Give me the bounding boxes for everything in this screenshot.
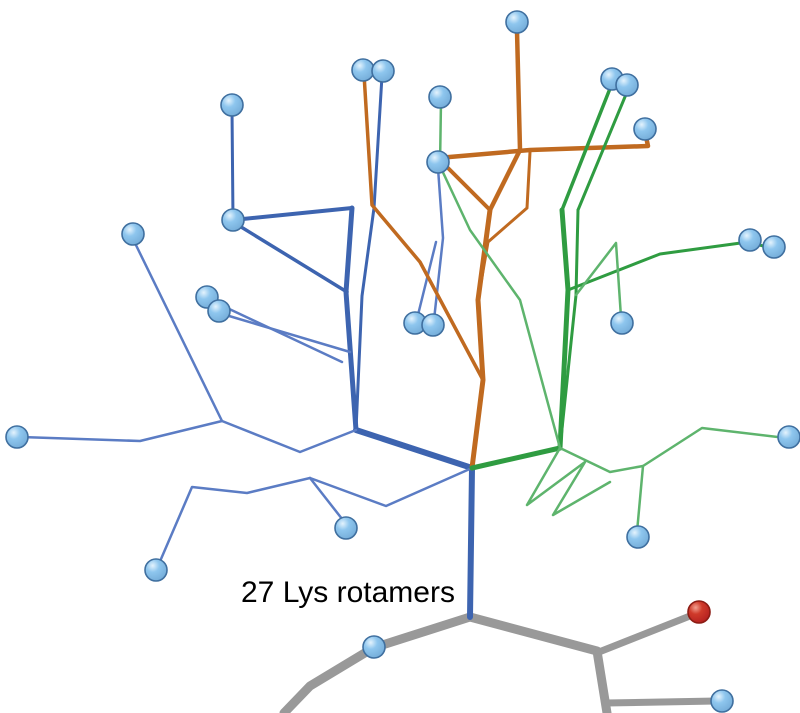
oxygen-atom-sphere — [687, 600, 711, 624]
green-rotamer-stick — [525, 446, 612, 517]
blue-rotamer-stick — [431, 166, 445, 331]
blue-rotamer-stick — [231, 220, 349, 294]
nitrogen-atom-sphere — [505, 10, 529, 34]
blue-rotamer-stick — [231, 206, 354, 222]
nitrogen-atom-sphere — [334, 516, 358, 540]
blue-rotamer-stick — [467, 465, 475, 620]
gray-rotamer-stick — [465, 612, 612, 713]
nitrogen-atom-sphere — [777, 425, 800, 449]
orange-rotamer-stick — [362, 72, 485, 382]
blue-rotamer-stick — [230, 107, 235, 222]
orange-rotamer-stick — [469, 207, 493, 471]
nitrogen-atom-sphere — [738, 228, 762, 252]
blue-rotamer-stick — [343, 205, 359, 433]
orange-rotamer-stick — [487, 28, 523, 213]
gray-rotamer-stick — [279, 612, 475, 713]
nitrogen-atom-sphere — [426, 150, 450, 174]
green-rotamer-stick — [635, 464, 645, 534]
nitrogen-atom-sphere — [5, 425, 29, 449]
nitrogen-atom-sphere — [362, 635, 386, 659]
nitrogen-atom-sphere — [207, 299, 231, 323]
green-rotamer-stick — [469, 445, 563, 471]
green-rotamer-stick — [560, 84, 613, 212]
nitrogen-atom-sphere — [351, 58, 375, 82]
nitrogen-atom-sphere — [421, 313, 445, 337]
nitrogen-atom-sphere — [371, 59, 395, 83]
nitrogen-atom-sphere — [610, 311, 634, 335]
nitrogen-atom-sphere — [428, 85, 452, 109]
green-rotamer-stick — [574, 241, 623, 319]
green-rotamer-stick — [576, 90, 629, 212]
blue-rotamer-stick — [308, 476, 348, 526]
blue-rotamer-stick — [217, 311, 352, 354]
orange-rotamer-stick — [476, 150, 532, 302]
nitrogen-atom-sphere — [626, 525, 650, 549]
bond-sticks — [19, 28, 788, 713]
nitrogen-atom-sphere — [121, 222, 145, 246]
green-rotamer-stick — [438, 164, 562, 450]
rotamer-count-label: 27 Lys rotamers — [241, 576, 455, 609]
nitrogen-atom-sphere — [710, 689, 734, 713]
blue-rotamer-stick — [156, 466, 474, 568]
blue-rotamer-stick — [353, 427, 475, 471]
nitrogen-atom-sphere — [615, 73, 639, 97]
atom-spheres — [5, 10, 800, 713]
green-rotamer-stick — [558, 426, 788, 474]
gray-rotamer-stick — [602, 697, 720, 707]
gray-rotamer-stick — [595, 610, 699, 656]
blue-rotamer-stick — [354, 206, 376, 432]
blue-rotamer-stick — [19, 419, 358, 454]
nitrogen-atom-sphere — [633, 117, 657, 141]
nitrogen-atom-sphere — [762, 235, 786, 259]
nitrogen-atom-sphere — [221, 208, 245, 232]
nitrogen-atom-sphere — [220, 93, 244, 117]
blue-rotamer-stick — [131, 237, 224, 423]
blue-rotamer-stick — [372, 74, 384, 210]
orange-rotamer-stick — [435, 129, 651, 161]
nitrogen-atom-sphere — [144, 558, 168, 582]
